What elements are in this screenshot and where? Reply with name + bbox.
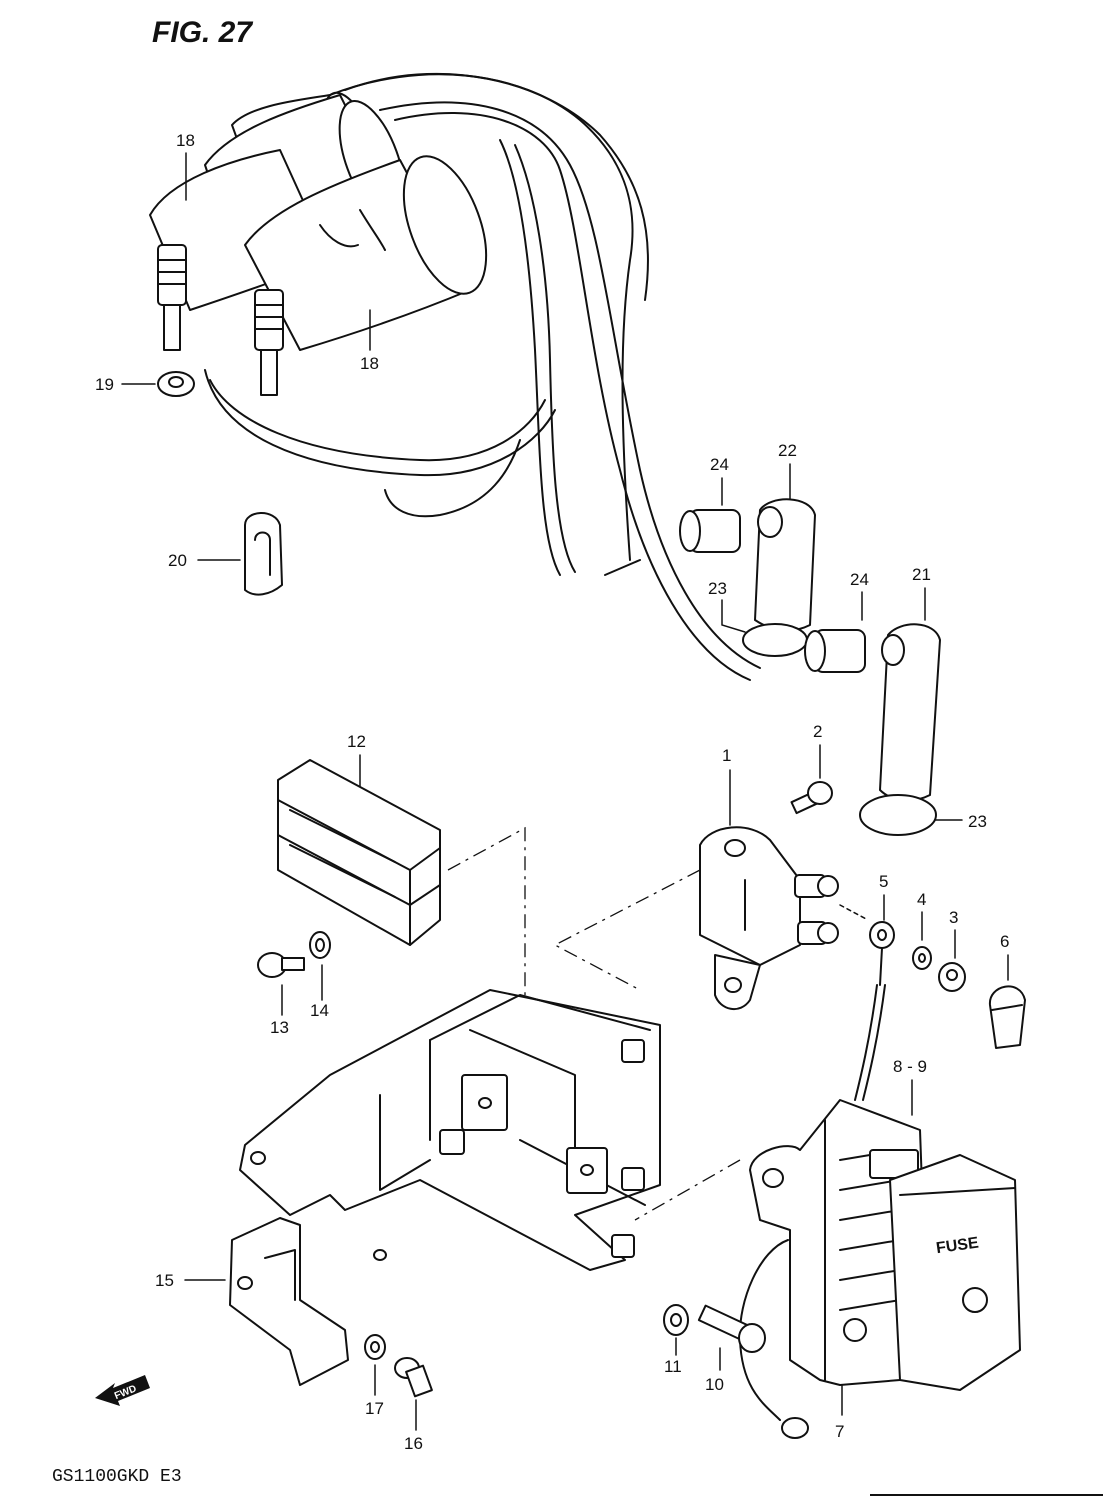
arrow-left-icon: FWD bbox=[95, 1375, 150, 1406]
callout-5: 5 bbox=[879, 872, 888, 891]
plug-cap-seal-24-upper bbox=[679, 509, 741, 553]
callout-20: 20 bbox=[168, 551, 187, 570]
coil-terminal-right bbox=[254, 289, 284, 396]
lead-break-dash bbox=[604, 559, 641, 576]
callout-10: 10 bbox=[705, 1375, 724, 1394]
mount-line-fusebox bbox=[634, 1159, 741, 1221]
mount-line-relay bbox=[553, 869, 701, 991]
lead-wire-5-dash bbox=[839, 904, 869, 921]
fuse-label: FUSE bbox=[935, 1234, 980, 1257]
callout-22: 22 bbox=[778, 441, 797, 460]
spark-plug-cap-21 bbox=[859, 623, 941, 836]
bolt-part-16 bbox=[394, 1357, 433, 1398]
clamp-part-20 bbox=[244, 512, 283, 596]
callout-23-lower: 23 bbox=[968, 812, 987, 831]
callout-7: 7 bbox=[835, 1422, 844, 1441]
callout-23-upper: 23 bbox=[708, 579, 727, 598]
starter-relay-1 bbox=[699, 826, 839, 1010]
electrical-bracket bbox=[239, 989, 661, 1271]
callout-8-9: 8 - 9 bbox=[893, 1057, 927, 1076]
callout-11: 11 bbox=[664, 1357, 682, 1376]
callout-18-lower: 18 bbox=[360, 354, 379, 373]
callout-2: 2 bbox=[813, 722, 822, 741]
screw-part-2 bbox=[790, 781, 833, 815]
screw-part-13 bbox=[257, 952, 305, 978]
callout-24-upper: 24 bbox=[710, 455, 729, 474]
callout-18-upper: 18 bbox=[176, 131, 195, 150]
callout-14: 14 bbox=[310, 1001, 329, 1020]
callout-21: 21 bbox=[912, 565, 931, 584]
washer-part-17 bbox=[364, 1334, 386, 1360]
callout-13: 13 bbox=[270, 1018, 289, 1037]
model-code: GS1100GKD E3 bbox=[52, 1467, 182, 1487]
coil-terminal-left bbox=[157, 244, 187, 351]
callout-12: 12 bbox=[347, 732, 366, 751]
nut-part-19 bbox=[157, 371, 195, 397]
callout-17: 17 bbox=[365, 1399, 384, 1418]
regulator-rectifier-12 bbox=[277, 759, 441, 946]
washer-part-11 bbox=[663, 1304, 689, 1336]
washer-part-4 bbox=[912, 946, 932, 970]
callout-6: 6 bbox=[1000, 932, 1009, 951]
lead-wire-5 bbox=[854, 921, 895, 1101]
bolt-part-10 bbox=[697, 1304, 766, 1353]
callout-15: 15 bbox=[155, 1271, 174, 1290]
bracket-plate-15 bbox=[229, 1217, 349, 1386]
callout-24-lower: 24 bbox=[850, 570, 869, 589]
terminal-cap-6 bbox=[988, 985, 1026, 1049]
plug-cap-seal-24-lower bbox=[804, 629, 866, 673]
spark-plug-cap-22 bbox=[742, 498, 816, 657]
figure-title: FIG. 27 bbox=[152, 16, 253, 49]
high-tension-leads bbox=[204, 72, 761, 681]
callout-4: 4 bbox=[917, 890, 926, 909]
callout-1: 1 bbox=[722, 746, 731, 765]
callout-3: 3 bbox=[949, 908, 958, 927]
fuse-box-7: FUSE bbox=[749, 1099, 1021, 1391]
washer-part-14 bbox=[309, 931, 331, 959]
nut-part-3 bbox=[938, 962, 966, 992]
leader-23-upper bbox=[721, 599, 746, 633]
ignition-coil-front bbox=[149, 149, 488, 351]
callout-19: 19 bbox=[95, 375, 114, 394]
callout-16: 16 bbox=[404, 1434, 423, 1453]
forward-label: FWD bbox=[113, 1383, 138, 1402]
